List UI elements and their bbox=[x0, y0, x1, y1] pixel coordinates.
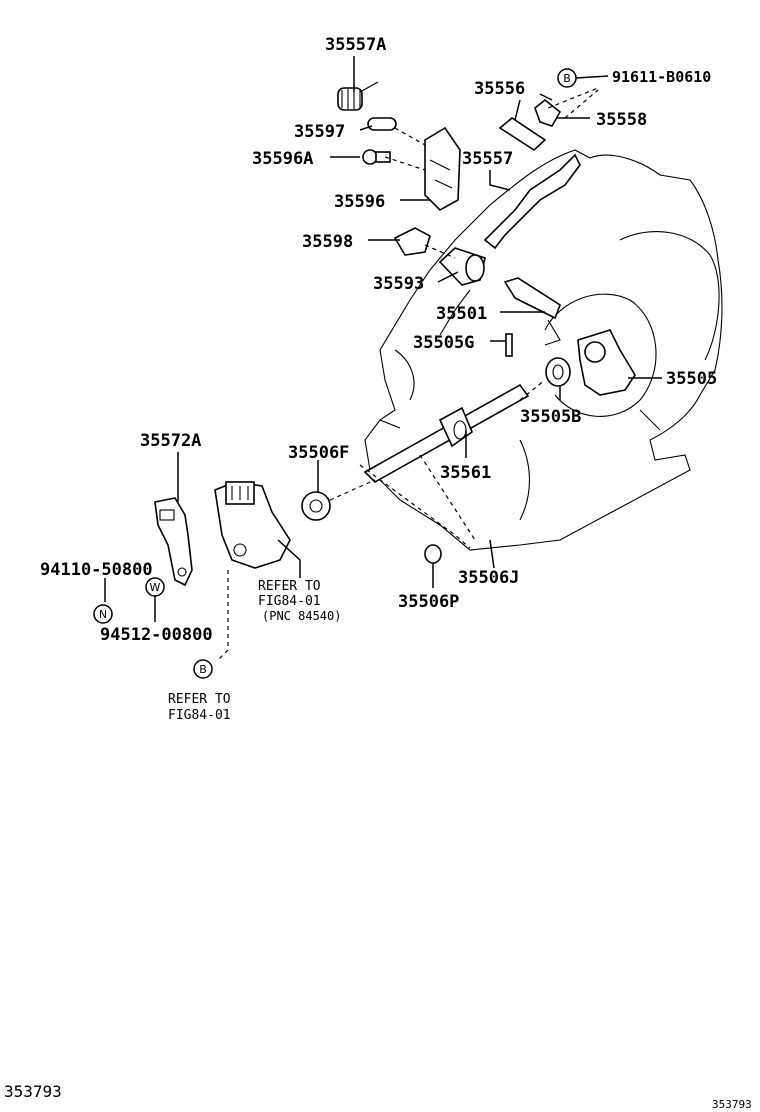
assembly-dashes bbox=[217, 87, 599, 661]
part-35505-sector bbox=[577, 329, 636, 396]
part-35557-lever bbox=[483, 153, 581, 250]
callout-b-bottom: B bbox=[193, 659, 213, 679]
part-35557A-spring bbox=[337, 81, 379, 111]
svg-text:B: B bbox=[563, 72, 571, 85]
label-35598: 35598 bbox=[302, 232, 353, 252]
part-neutral-switch bbox=[214, 481, 291, 569]
callout-n: N bbox=[93, 604, 113, 624]
label-94110-50800: 94110-50800 bbox=[40, 560, 153, 580]
label-35505G: 35505G bbox=[413, 333, 474, 353]
refer-note-2-line2: FIG84-01 bbox=[168, 708, 231, 723]
label-35572A: 35572A bbox=[140, 431, 201, 451]
label-91611-B0610: 91611-B0610 bbox=[612, 68, 711, 86]
part-35596A-bolt bbox=[362, 149, 391, 165]
transmission-housing bbox=[364, 149, 723, 551]
label-35596: 35596 bbox=[334, 192, 385, 212]
label-35505: 35505 bbox=[666, 369, 717, 389]
label-35558: 35558 bbox=[596, 110, 647, 130]
label-35506P: 35506P bbox=[398, 592, 459, 612]
part-labels: 35557A 35556 91611-B0610 35597 35558 355… bbox=[40, 35, 717, 645]
part-35598-cam bbox=[393, 227, 431, 256]
part-35572A-plate bbox=[154, 497, 193, 587]
part-35506P-oring bbox=[424, 544, 442, 564]
svg-text:N: N bbox=[99, 608, 107, 621]
leader-lines bbox=[104, 56, 662, 622]
reference-note-b: REFER TO FIG84-01 bbox=[168, 692, 231, 723]
refer-note-1-line3: (PNC 84540) bbox=[262, 609, 341, 623]
label-35596A: 35596A bbox=[252, 149, 313, 169]
refer-note-1-line2: FIG84-01 bbox=[258, 594, 321, 609]
label-35593: 35593 bbox=[373, 274, 424, 294]
footer-id-left: 353793 bbox=[4, 1082, 62, 1101]
label-35561: 35561 bbox=[440, 463, 491, 483]
callout-w: W bbox=[145, 577, 165, 597]
callout-b-top: B bbox=[557, 68, 609, 88]
part-35505B-collar bbox=[545, 357, 571, 387]
part-35556-pin bbox=[498, 117, 547, 152]
part-35597-pin bbox=[367, 117, 397, 131]
reference-note-pnc: REFER TO FIG84-01 (PNC 84540) bbox=[258, 579, 341, 623]
label-35506J: 35506J bbox=[458, 568, 519, 588]
label-35557A: 35557A bbox=[325, 35, 386, 55]
svg-text:W: W bbox=[150, 581, 161, 594]
label-35506F: 35506F bbox=[288, 443, 349, 463]
part-35561-shaft bbox=[363, 383, 530, 483]
label-35557: 35557 bbox=[462, 149, 513, 169]
part-35558-clip bbox=[534, 98, 562, 127]
label-35501: 35501 bbox=[436, 304, 487, 324]
part-35593-roller bbox=[438, 247, 486, 286]
label-35505B: 35505B bbox=[520, 407, 581, 427]
part-35596-bracket bbox=[424, 126, 461, 211]
refer-note-1-line1: REFER TO bbox=[258, 579, 321, 594]
svg-text:B: B bbox=[199, 663, 207, 676]
part-35506F-bushing bbox=[301, 491, 331, 521]
footer-id-right: 353793 bbox=[712, 1098, 752, 1111]
part-35505G-pin bbox=[505, 333, 513, 357]
label-35556: 35556 bbox=[474, 79, 525, 99]
part-35501-rod bbox=[503, 277, 561, 346]
label-94512-00800: 94512-00800 bbox=[100, 625, 213, 645]
label-35597: 35597 bbox=[294, 122, 345, 142]
refer-note-2-line1: REFER TO bbox=[168, 692, 231, 707]
